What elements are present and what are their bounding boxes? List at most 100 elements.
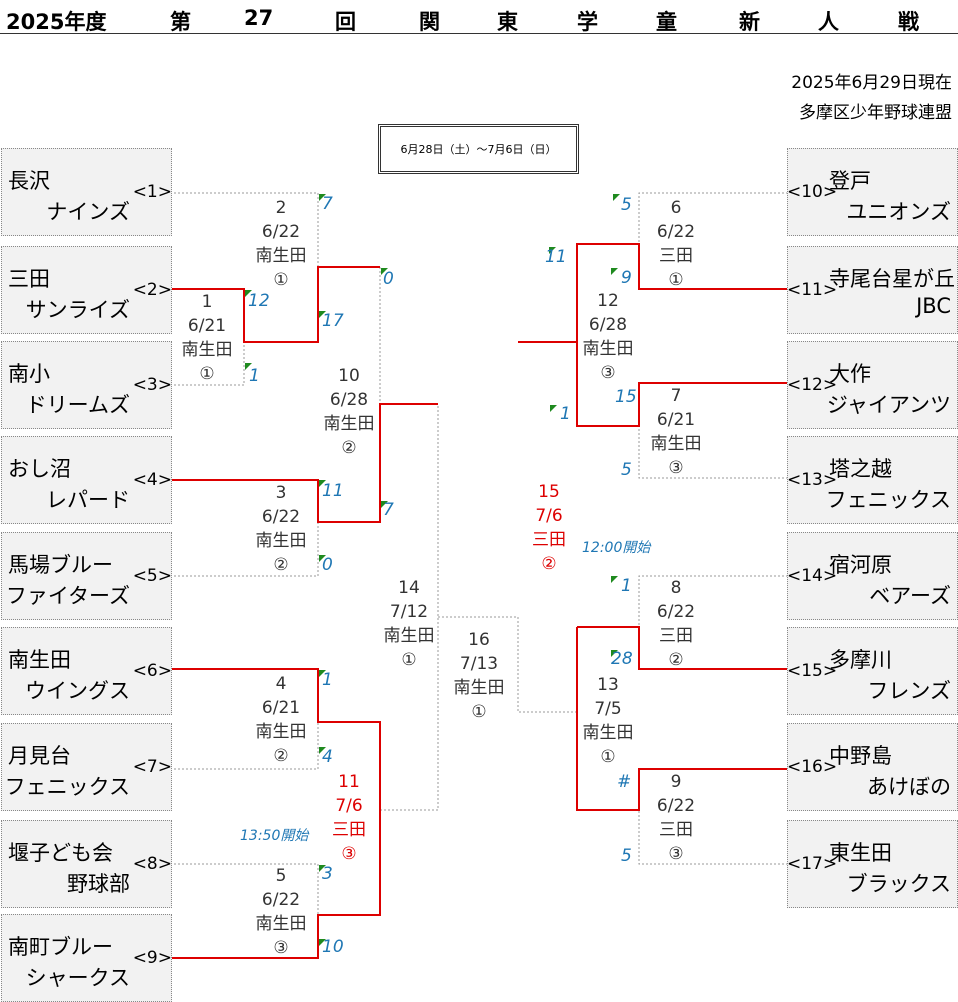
title-char: 第 xyxy=(170,10,191,34)
team-card: 堰子ども会 野球部 <8> xyxy=(1,820,172,908)
period-box: 6月28日（土）～7月6日（日） xyxy=(378,124,579,174)
score: 1 xyxy=(249,366,260,386)
team-card: <17> 東生田 ブラックス xyxy=(787,820,958,908)
score: 28 xyxy=(611,649,633,669)
match-13: 13 7/5 南生田 ① xyxy=(573,673,643,769)
team-name-2: ブラックス xyxy=(846,872,951,896)
match-6: 6 6/22 三田 ① xyxy=(641,196,711,292)
match-date: 6/21 xyxy=(261,698,301,718)
team-name: 三田 xyxy=(8,267,50,291)
match-date: 6/22 xyxy=(261,890,301,910)
match-number: 11 xyxy=(338,772,360,792)
team-name-2: シャークス xyxy=(25,966,130,990)
match-venue: 南生田 xyxy=(650,434,702,454)
team-number: <11> xyxy=(787,280,838,300)
team-card: 南生田 ウイングス <6> xyxy=(1,627,172,715)
match-venue: 南生田 xyxy=(255,914,307,934)
team-name: 中野島 xyxy=(829,744,892,768)
league-name: 多摩区少年野球連盟 xyxy=(799,103,952,123)
team-card: 三田 サンライズ <2> xyxy=(1,246,172,334)
team-name: 東生田 xyxy=(829,841,892,865)
match-venue: 南生田 xyxy=(453,678,505,698)
score: 9 xyxy=(621,268,632,288)
match-field: ② xyxy=(273,746,289,766)
team-number: <2> xyxy=(132,280,172,300)
team-name-2: ナインズ xyxy=(46,200,130,224)
flag-marker xyxy=(319,670,326,677)
match-field: ② xyxy=(668,650,684,670)
team-name-2: JBC xyxy=(916,294,951,318)
team-name: 塔之越 xyxy=(829,457,892,481)
score: 11 xyxy=(545,247,567,267)
match-number: 16 xyxy=(468,630,490,650)
match-venue: 三田 xyxy=(659,820,693,840)
team-card: <16> 中野島 あけぼの xyxy=(787,723,958,811)
team-card: 月見台 フェニックス <7> xyxy=(1,723,172,811)
team-name-2: ウイングス xyxy=(25,679,130,703)
match-number: 8 xyxy=(670,578,682,598)
flag-marker xyxy=(381,268,388,275)
match-venue: 三田 xyxy=(659,246,693,266)
score: # xyxy=(617,772,632,792)
match-number: 10 xyxy=(338,366,360,386)
team-card: <15> 多摩川 フレンズ xyxy=(787,627,958,715)
score: 11 xyxy=(322,481,344,501)
match-date: 7/6 xyxy=(335,796,363,816)
match-15: 15 7/6 三田 ② xyxy=(514,480,584,576)
match-venue: 南生田 xyxy=(582,339,634,359)
match-date: 6/22 xyxy=(261,507,301,527)
team-number: <17> xyxy=(787,854,838,874)
match-date: 6/28 xyxy=(329,390,369,410)
match-date: 7/6 xyxy=(535,506,563,526)
title-char: 童 xyxy=(656,10,677,34)
team-number: <8> xyxy=(132,854,172,874)
team-name-2: あけぼの xyxy=(867,775,951,799)
score: 0 xyxy=(383,269,394,289)
match-field: ① xyxy=(600,747,616,767)
team-number: <4> xyxy=(132,470,172,490)
score: 7 xyxy=(322,194,333,214)
match-14: 14 7/12 南生田 ① xyxy=(374,576,444,672)
team-number: <16> xyxy=(787,757,838,777)
match-number: 6 xyxy=(670,198,682,218)
match-number: 13 xyxy=(597,675,619,695)
match-date: 6/22 xyxy=(261,222,301,242)
season-label: 2025年度 xyxy=(6,10,107,34)
title-char: 人 xyxy=(818,10,839,34)
period-text: 6月28日（土）～7月6日（日） xyxy=(400,143,557,156)
team-number: <7> xyxy=(132,757,172,777)
match-9: 9 6/22 三田 ③ xyxy=(641,770,711,866)
flag-marker xyxy=(611,268,618,275)
flag-marker xyxy=(245,363,252,370)
flag-marker xyxy=(319,311,326,318)
match-number: 5 xyxy=(275,866,287,886)
score: 17 xyxy=(322,311,344,331)
team-number: <13> xyxy=(787,470,838,490)
match-field: ① xyxy=(471,702,487,722)
score: 1 xyxy=(560,404,571,424)
flag-marker xyxy=(319,194,326,201)
match-date: 6/22 xyxy=(656,796,696,816)
team-card: <10> 登戸 ユニオンズ xyxy=(787,148,958,236)
team-card: <11> 寺尾台星が丘 JBC xyxy=(787,246,958,334)
team-name: 南小 xyxy=(8,362,50,386)
match-number: 1 xyxy=(201,292,213,312)
flag-marker xyxy=(319,747,326,754)
match-field: ③ xyxy=(273,938,289,958)
team-number: <1> xyxy=(132,182,172,202)
team-card: 長沢 ナインズ <1> xyxy=(1,148,172,236)
score: 15 xyxy=(615,387,637,407)
match-date: 6/22 xyxy=(656,602,696,622)
team-number: <14> xyxy=(787,566,838,586)
match-2: 2 6/22 南生田 ① xyxy=(246,196,316,292)
team-name-2: サンライズ xyxy=(25,298,130,322)
team-number: <12> xyxy=(787,375,838,395)
match-field: ① xyxy=(668,270,684,290)
team-name-2: 野球部 xyxy=(67,872,130,896)
flag-marker xyxy=(245,290,252,297)
title-char: 学 xyxy=(577,10,598,34)
title-char: 戦 xyxy=(898,10,919,34)
match-venue: 南生田 xyxy=(323,414,375,434)
team-name: 南生田 xyxy=(8,648,71,672)
score: 12 xyxy=(248,291,270,311)
